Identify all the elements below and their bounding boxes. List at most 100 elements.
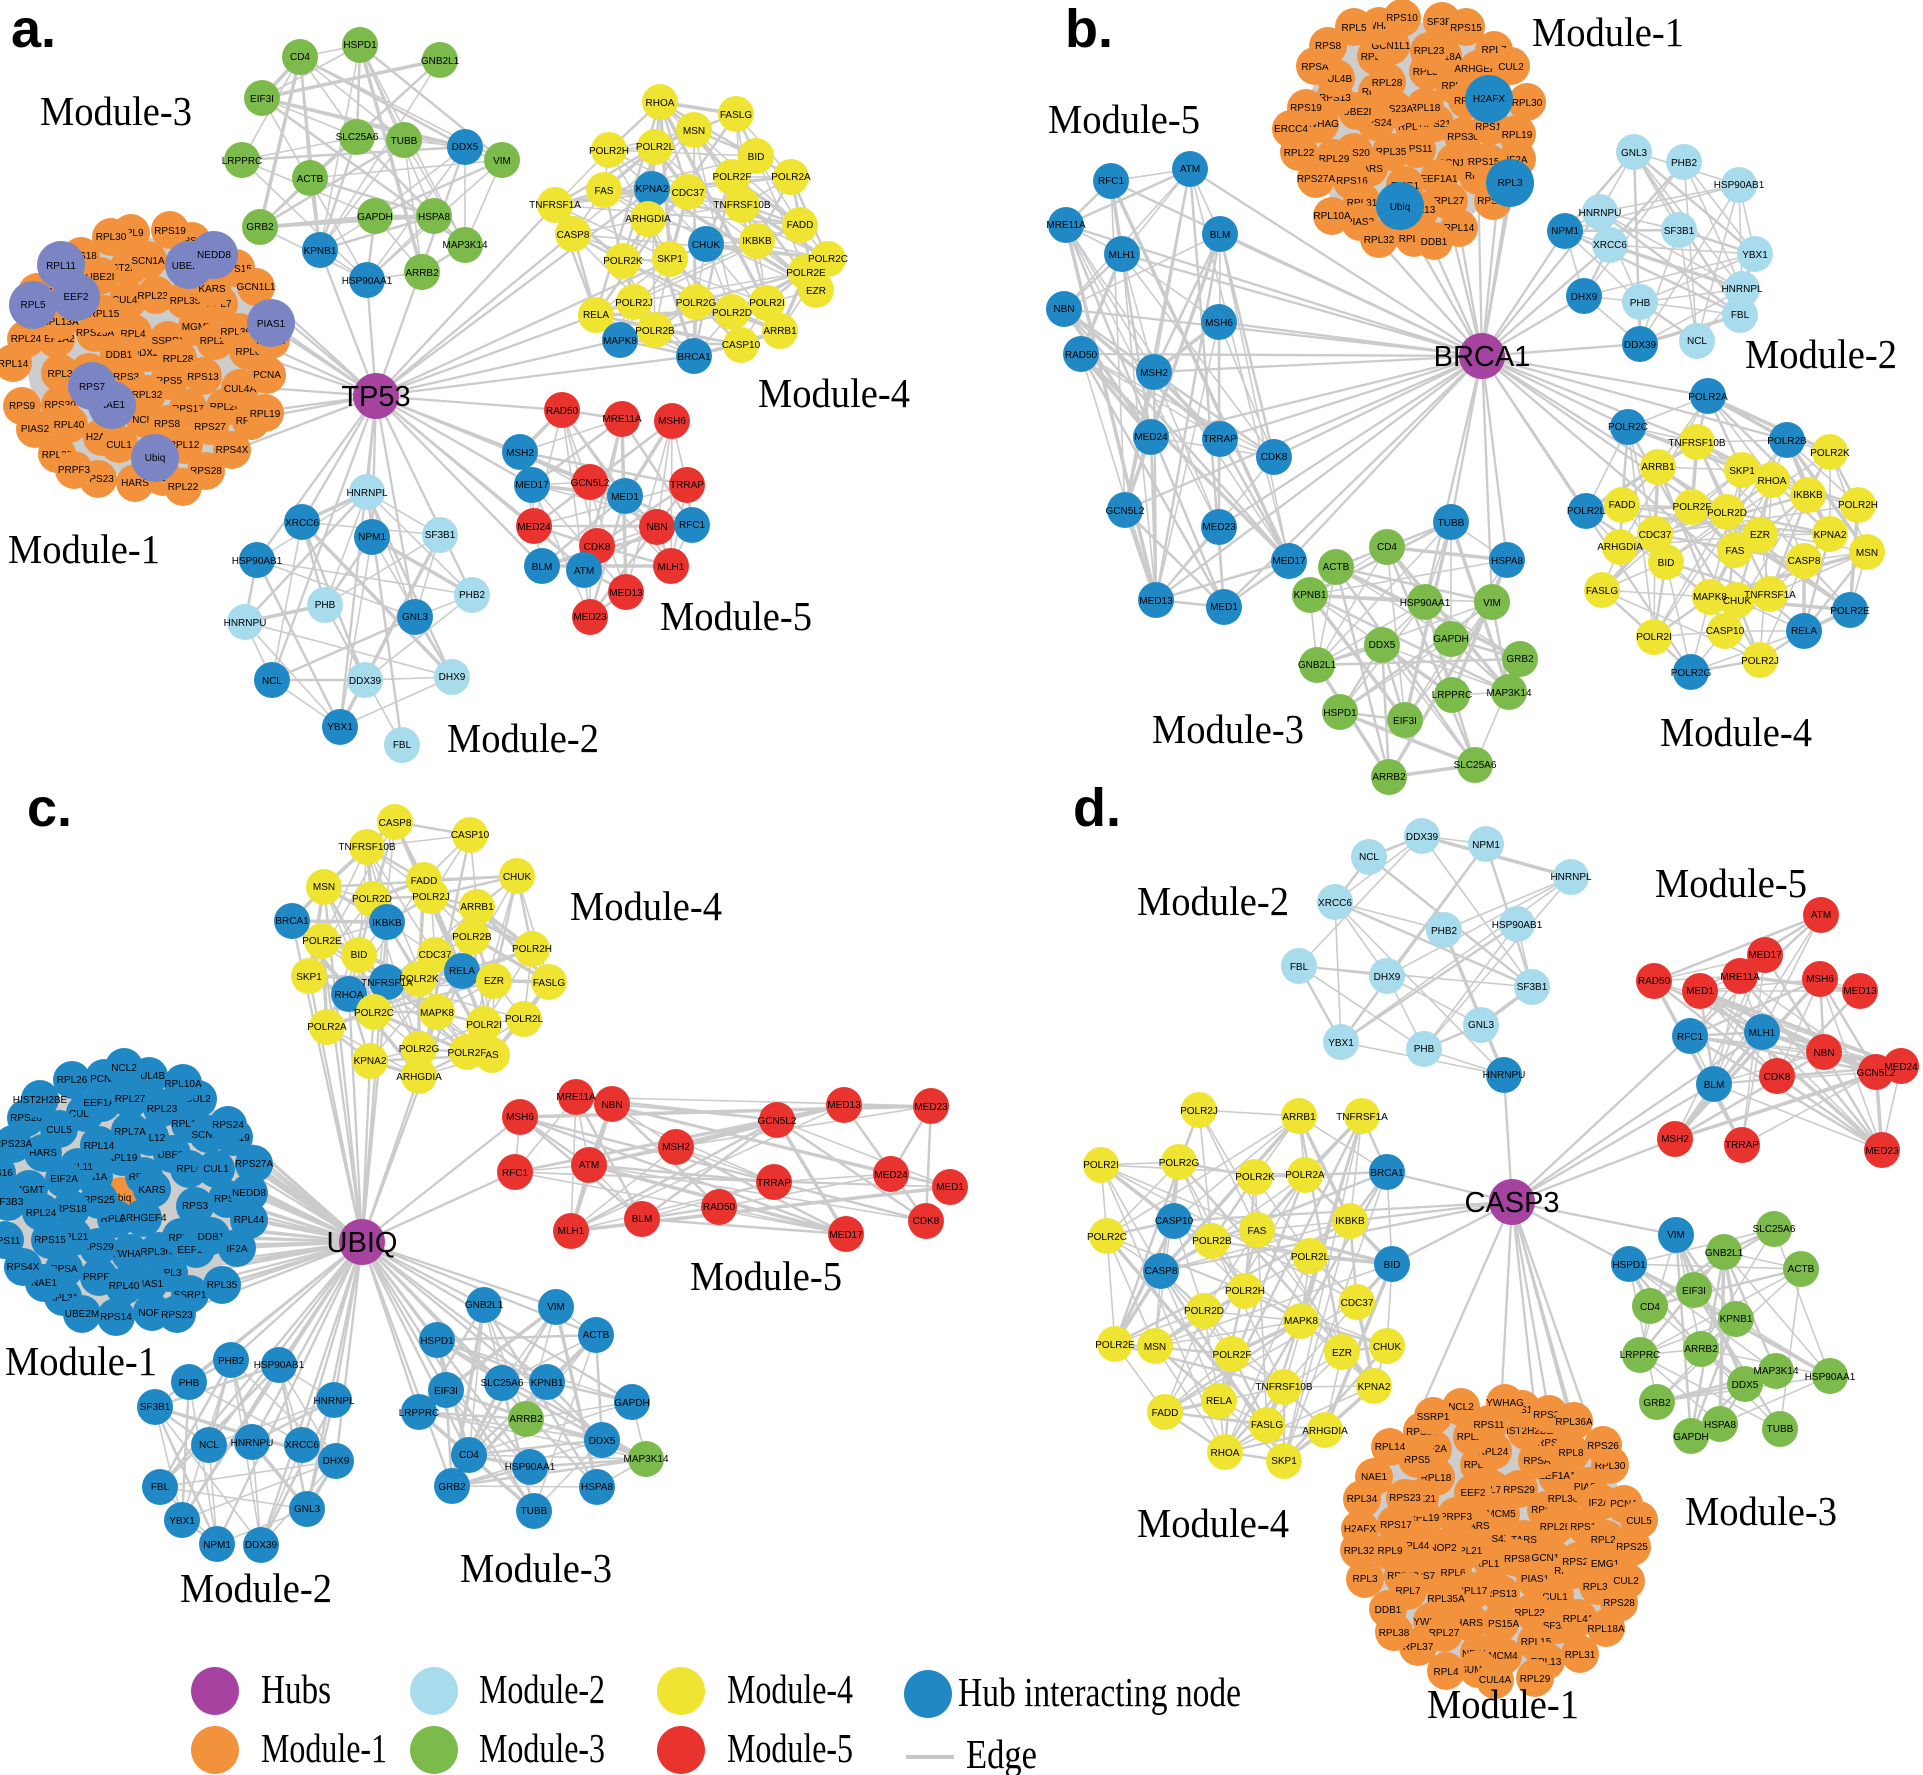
svg-text:RPS8: RPS8 [1504,1554,1531,1565]
svg-text:CASP8: CASP8 [379,818,412,829]
svg-text:POLR2L: POLR2L [505,1014,544,1025]
svg-text:VIM: VIM [1483,598,1501,609]
svg-text:POLR2G: POLR2G [399,1044,440,1055]
svg-text:FAS: FAS [595,186,614,197]
svg-text:GAPDH: GAPDH [357,212,393,223]
svg-text:TNFRSF1A: TNFRSF1A [361,978,413,989]
svg-text:CUL4B: CUL4B [1320,74,1353,85]
svg-text:TNFRSF1A: TNFRSF1A [529,200,581,211]
svg-text:YBX1: YBX1 [327,722,353,733]
svg-text:Module-3: Module-3 [479,1725,605,1771]
svg-text:UBE2M: UBE2M [172,261,206,272]
svg-text:HNRNPL: HNRNPL [1550,872,1592,883]
svg-text:PRPF3: PRPF3 [58,465,91,476]
svg-text:MSN: MSN [313,882,335,893]
svg-text:RPL35: RPL35 [170,296,201,307]
svg-text:RPL31: RPL31 [1565,1650,1596,1661]
svg-text:TRRAP: TRRAP [1725,1140,1759,1151]
svg-text:Module-2: Module-2 [1745,331,1897,377]
svg-text:CUL2: CUL2 [1498,62,1524,73]
svg-text:RPS18: RPS18 [1570,1522,1602,1533]
svg-text:RPL23: RPL23 [1457,1432,1488,1443]
svg-text:MED17: MED17 [829,1230,863,1241]
svg-text:CDK8: CDK8 [584,542,611,553]
svg-text:RPL6: RPL6 [235,347,260,358]
svg-text:POLR2C: POLR2C [1608,422,1648,433]
svg-text:RPS17: RPS17 [1380,1520,1412,1531]
svg-text:POLR2A: POLR2A [307,1022,347,1033]
svg-text:GNL3: GNL3 [1468,1020,1495,1031]
svg-text:PRPF3: PRPF3 [1440,1512,1473,1523]
svg-text:EZR: EZR [806,286,826,297]
svg-text:PCNA: PCNA [90,1074,118,1085]
svg-text:NCL: NCL [1687,336,1707,347]
svg-text:RPS14: RPS14 [1406,1427,1438,1438]
svg-text:RPL36: RPL36 [1548,1494,1579,1505]
svg-text:RPL21: RPL21 [1452,1546,1483,1557]
svg-text:Module-5: Module-5 [660,593,812,639]
svg-text:ARHGEF4: ARHGEF4 [119,1213,167,1224]
svg-text:HSP90AB1: HSP90AB1 [1714,180,1765,191]
svg-text:CASP3: CASP3 [1464,1187,1559,1219]
svg-text:GAPDH: GAPDH [1433,634,1469,645]
svg-text:MLH1: MLH1 [558,1226,585,1237]
svg-text:DDX39: DDX39 [1624,340,1657,351]
svg-text:POLR2D: POLR2D [352,894,392,905]
svg-text:RPL5: RPL5 [1341,23,1366,34]
svg-text:GNB2L1: GNB2L1 [421,56,460,67]
svg-text:HSP90AA1: HSP90AA1 [342,276,393,287]
svg-text:RPL3: RPL3 [1352,1574,1377,1585]
svg-text:TRRAP: TRRAP [670,480,704,491]
svg-text:RPL36A: RPL36A [1555,1417,1593,1428]
svg-text:MED17: MED17 [515,480,549,491]
svg-text:HIST2H2BE: HIST2H2BE [13,1095,68,1106]
svg-text:RPL29: RPL29 [101,1214,132,1225]
svg-text:MSH2: MSH2 [506,448,534,459]
svg-text:DDX39: DDX39 [1406,832,1439,843]
svg-text:RAD50: RAD50 [546,406,579,417]
svg-text:YWHAG: YWHAG [1301,119,1339,130]
svg-text:Module-5: Module-5 [1655,860,1807,906]
svg-text:XRCC6: XRCC6 [1593,240,1627,251]
svg-text:POLR2D: POLR2D [1707,508,1747,519]
svg-text:POLR2J: POLR2J [1741,656,1779,667]
svg-text:MED13: MED13 [1139,596,1173,607]
svg-text:RPL22: RPL22 [168,482,199,493]
svg-text:RPL40: RPL40 [1464,1460,1495,1471]
svg-text:POLR2E: POLR2E [1830,606,1870,617]
svg-text:FBL: FBL [1290,962,1309,973]
svg-text:NAE1: NAE1 [99,400,126,411]
svg-text:EIF3I: EIF3I [1682,1286,1706,1297]
svg-text:RPL40: RPL40 [109,1281,140,1292]
svg-text:MSH6: MSH6 [658,416,686,427]
svg-text:RPL37: RPL37 [1403,1642,1434,1653]
svg-text:NOP2: NOP2 [1429,1543,1457,1554]
svg-text:HSPA8: HSPA8 [581,1482,613,1493]
svg-text:Module-1: Module-1 [1532,9,1684,55]
svg-text:SKP1: SKP1 [1271,1456,1297,1467]
svg-text:RPS4X: RPS4X [7,1262,40,1273]
svg-text:PIAS2: PIAS2 [21,424,50,435]
svg-text:RPL34: RPL34 [1347,1494,1378,1505]
svg-text:POLR2B: POLR2B [1767,436,1807,447]
svg-text:GCN1L1: GCN1L1 [1372,41,1411,52]
svg-text:MED23: MED23 [1202,522,1236,533]
svg-text:TNFRSF1A: TNFRSF1A [1336,1112,1388,1123]
svg-text:MLH1: MLH1 [1109,250,1136,261]
svg-text:ARHGDIA: ARHGDIA [625,214,671,225]
svg-text:HSPA8: HSPA8 [1704,1420,1736,1431]
svg-text:RPL10A: RPL10A [164,1079,202,1090]
svg-text:HSPA8: HSPA8 [1491,556,1523,567]
svg-text:CDC37: CDC37 [672,188,705,199]
svg-text:RPS27A: RPS27A [1297,174,1336,185]
svg-text:DDB1: DDB1 [198,1232,225,1243]
svg-text:NBN: NBN [601,1100,622,1111]
svg-text:MED17: MED17 [1272,556,1306,567]
svg-text:CD4: CD4 [459,1450,479,1461]
svg-text:RPS18: RPS18 [1475,122,1507,133]
svg-text:HSPD1: HSPD1 [420,1336,454,1347]
svg-text:POLR2K: POLR2K [603,256,643,267]
svg-text:SCN1A: SCN1A [1438,158,1472,169]
svg-text:PHB: PHB [179,1378,200,1389]
svg-text:TUBB: TUBB [1438,518,1465,529]
